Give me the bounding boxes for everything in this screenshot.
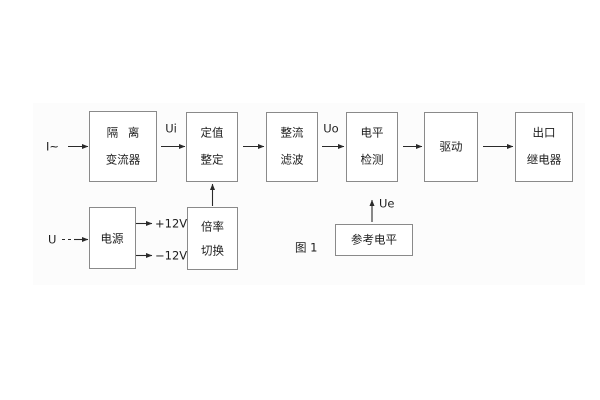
block-setting-value-line2: 整定 <box>201 153 224 167</box>
rail-positive-label: +12V <box>155 217 187 231</box>
block-isolation-ct-line2: 变流器 <box>106 153 141 167</box>
block-multiplier-switch[interactable] <box>187 207 238 270</box>
block-isolation-ct-line1: 隔 离 <box>107 126 143 140</box>
voltage-input-label: U <box>48 233 56 247</box>
signal-ui-label: Ui <box>165 122 177 136</box>
block-rectify-filter-line2: 滤波 <box>281 153 304 167</box>
block-level-detect-line1: 电平 <box>361 126 384 140</box>
block-setting-value-line1: 定值 <box>201 126 224 140</box>
rail-negative-label: −12V <box>155 249 187 263</box>
block-rectify-filter[interactable] <box>266 112 318 182</box>
block-output-relay-line1: 出口 <box>533 126 556 140</box>
block-rectify-filter-line1: 整流 <box>281 126 304 140</box>
block-setting-value[interactable] <box>186 112 238 182</box>
block-output-relay-line2: 继电器 <box>527 153 562 167</box>
block-multiplier-switch-line2: 切换 <box>201 244 224 258</box>
signal-ue-label: Ue <box>379 197 395 211</box>
block-reference-level-line1: 参考电平 <box>351 233 397 247</box>
block-power-supply-line1: 电源 <box>101 232 124 246</box>
block-level-detect-line2: 检测 <box>361 153 384 167</box>
block-output-relay[interactable] <box>515 112 573 182</box>
block-drive[interactable] <box>424 112 478 182</box>
block-drive-line1: 驱动 <box>440 140 463 154</box>
block-multiplier-switch-line1: 倍率 <box>201 220 224 234</box>
block-isolation-ct[interactable] <box>89 111 157 182</box>
figure-caption: 图 1 <box>295 241 317 255</box>
signal-uo-label: Uo <box>323 122 338 136</box>
block-level-detect[interactable] <box>346 112 398 182</box>
current-input-label: I~ <box>46 140 59 154</box>
block-power-supply[interactable] <box>89 207 136 269</box>
block-reference-level[interactable] <box>335 224 413 256</box>
